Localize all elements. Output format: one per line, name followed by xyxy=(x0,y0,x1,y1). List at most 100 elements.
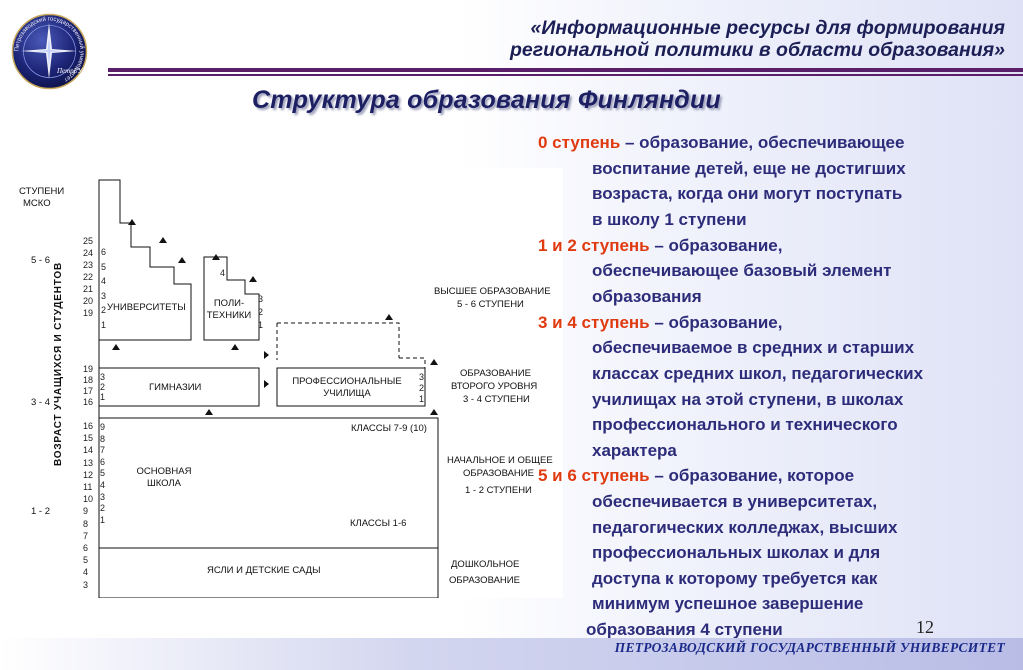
age-number: 19 xyxy=(83,308,94,318)
desc-level-5-6-line-2: обеспечивается в университетах, xyxy=(592,492,878,511)
basic-school-label-2: ШКОЛА xyxy=(147,478,181,489)
header-rule-thin xyxy=(108,74,1023,76)
desc-level-3-4-line-5: профессионального и технического xyxy=(592,415,898,434)
age-number: 19 xyxy=(83,364,94,374)
slide-title: Структура образования Финляндии xyxy=(252,86,721,114)
year-number: 6 xyxy=(100,456,106,467)
levels-label-line-2: МСКО xyxy=(23,198,51,209)
year-number: 9 xyxy=(100,422,106,432)
desc-level-3-4-line-6: характера xyxy=(592,441,677,460)
age-number: 3 xyxy=(83,579,89,590)
age-number: 25 xyxy=(83,236,94,246)
levels-label-line-1: СТУПЕНИ xyxy=(19,186,65,197)
year-number: 2 xyxy=(258,307,264,317)
university-logo: Петрозаводский государственный университ… xyxy=(11,13,88,90)
primary-label-2: ОБРАЗОВАНИЕ xyxy=(463,468,534,479)
desc-level-0-line-1: 0 ступень – образование, обеспечивающее xyxy=(538,133,905,152)
year-number: 8 xyxy=(100,433,106,444)
desc-level-5-6-line-7: образования 4 ступени xyxy=(586,620,783,639)
year-number: 2 xyxy=(419,383,425,393)
classes-1-6-label: КЛАССЫ 1-6 xyxy=(350,518,407,529)
age-number: 16 xyxy=(83,421,94,431)
gymnasium-box-label: ГИМНАЗИИ xyxy=(149,382,202,393)
age-number: 6 xyxy=(83,543,89,553)
higher-education-label-2: 5 - 6 СТУПЕНИ xyxy=(457,299,524,310)
vocational-box-label-2: УЧИЛИЩА xyxy=(323,388,371,399)
age-number: 24 xyxy=(83,248,94,258)
age-number: 5 xyxy=(83,555,89,566)
age-number: 11 xyxy=(83,482,93,492)
footer-university-name: ПЕТРОЗАВОДСКИЙ ГОСУДАРСТВЕННЫЙ УНИВЕРСИТ… xyxy=(614,640,1005,655)
age-number: 21 xyxy=(83,284,94,294)
desc-level-3-4-line-4: училищах на этой ступени, в школах xyxy=(592,390,904,409)
desc-level-3-4-heading: 3 и 4 ступень xyxy=(538,313,650,332)
year-number: 2 xyxy=(100,382,106,392)
age-axis-label: ВОЗРАСТ УЧАЩИХСЯ И СТУДЕНТОВ xyxy=(53,262,64,466)
age-number: 13 xyxy=(83,457,94,468)
age-number: 16 xyxy=(83,397,94,407)
desc-level-1-2-heading: 1 и 2 ступень xyxy=(538,236,650,255)
age-number: 12 xyxy=(83,469,94,480)
age-number: 15 xyxy=(83,433,94,444)
year-number: 3 xyxy=(101,290,107,301)
year-number: 3 xyxy=(258,294,264,304)
levels-description: 0 ступень – образование, обеспечивающее … xyxy=(538,130,1018,645)
desc-level-1-2-line-3: образования xyxy=(592,287,702,306)
header-line-1: «Информационные ресурсы для формирования xyxy=(530,17,1005,39)
preschool-label-2: ОБРАЗОВАНИЕ xyxy=(449,575,520,586)
universities-box-label: УНИВЕРСИТЕТЫ xyxy=(107,302,186,313)
desc-level-5-6-line-1: 5 и 6 ступень – образование, которое xyxy=(538,466,855,485)
year-number: 1 xyxy=(419,394,425,404)
year-number: 1 xyxy=(101,319,107,330)
age-number: 18 xyxy=(83,375,94,385)
year-number: 5 xyxy=(101,261,107,272)
desc-level-3-4-line-3: классах средних школ, педагогических xyxy=(592,364,924,383)
desc-level-3-4-line-2: обеспечиваемое в средних и старших xyxy=(592,338,915,357)
level-row-1-2: 1 - 2 xyxy=(31,506,51,517)
header-line-2: региональной политики в области образова… xyxy=(509,39,1005,61)
year-number: 1 xyxy=(258,320,264,330)
desc-level-3-4-line-1: 3 и 4 ступень – образование, xyxy=(538,313,783,332)
level-row-5-6: 5 - 6 xyxy=(31,255,51,266)
page-number: 12 xyxy=(916,617,934,637)
basic-school-label-1: ОСНОВНАЯ xyxy=(136,466,192,477)
desc-level-5-6-line-5: доступа к которому требуется как xyxy=(592,569,878,588)
level-row-3-4: 3 - 4 xyxy=(31,397,51,408)
classes-7-9-label: КЛАССЫ 7-9 (10) xyxy=(351,423,427,434)
primary-label-3: 1 - 2 СТУПЕНИ xyxy=(465,485,532,496)
kindergarten-label: ЯСЛИ И ДЕТСКИЕ САДЫ xyxy=(207,565,321,576)
age-number: 10 xyxy=(83,494,94,505)
preschool-label-1: ДОШКОЛЬНОЕ xyxy=(451,559,520,570)
desc-level-0-line-4: в школу 1 ступени xyxy=(592,210,747,229)
primary-label-1: НАЧАЛЬНОЕ И ОБЩЕЕ xyxy=(447,455,553,466)
logo-mark: ПетрГУ xyxy=(56,67,84,75)
age-number: 17 xyxy=(83,386,94,396)
year-number: 1 xyxy=(100,514,106,525)
desc-level-0-line-2: воспитание детей, еще не достигших xyxy=(592,159,906,178)
desc-level-0-heading: 0 ступень xyxy=(538,133,621,152)
age-number: 8 xyxy=(83,518,89,529)
year-number: 7 xyxy=(100,445,106,456)
header-rule-thick xyxy=(108,68,1023,72)
higher-education-label-1: ВЫСШЕЕ ОБРАЗОВАНИЕ xyxy=(434,286,551,297)
age-number: 7 xyxy=(83,530,89,541)
desc-level-1-2-line-2: обеспечивающее базовый элемент xyxy=(592,261,892,280)
presentation-header: «Информационные ресурсы для формирования… xyxy=(285,17,1005,61)
second-level-label-2: ВТОРОГО УРОВНЯ xyxy=(451,381,538,392)
polytechnics-box-label-1: ПОЛИ- xyxy=(213,298,245,309)
year-number: 1 xyxy=(100,392,106,402)
age-number: 22 xyxy=(83,272,94,282)
year-number: 2 xyxy=(101,305,107,315)
desc-level-5-6-line-3: педагогических колледжах, высших xyxy=(592,518,898,537)
polytechnics-box-label-2: ТЕХНИКИ xyxy=(206,310,252,321)
age-number: 14 xyxy=(83,445,94,456)
year-number: 4 xyxy=(101,276,107,286)
vocational-box-label-1: ПРОФЕССИОНАЛЬНЫЕ xyxy=(292,376,402,387)
age-number: 20 xyxy=(83,296,94,306)
year-number: 3 xyxy=(419,372,425,382)
desc-level-1-2-line-1: 1 и 2 ступень – образование, xyxy=(538,236,783,255)
second-level-label-1: ОБРАЗОВАНИЕ xyxy=(460,368,531,379)
age-number: 9 xyxy=(83,506,89,517)
year-number: 6 xyxy=(101,247,107,257)
footer-band: ПЕТРОЗАВОДСКИЙ ГОСУДАРСТВЕННЫЙ УНИВЕРСИТ… xyxy=(0,638,1023,670)
